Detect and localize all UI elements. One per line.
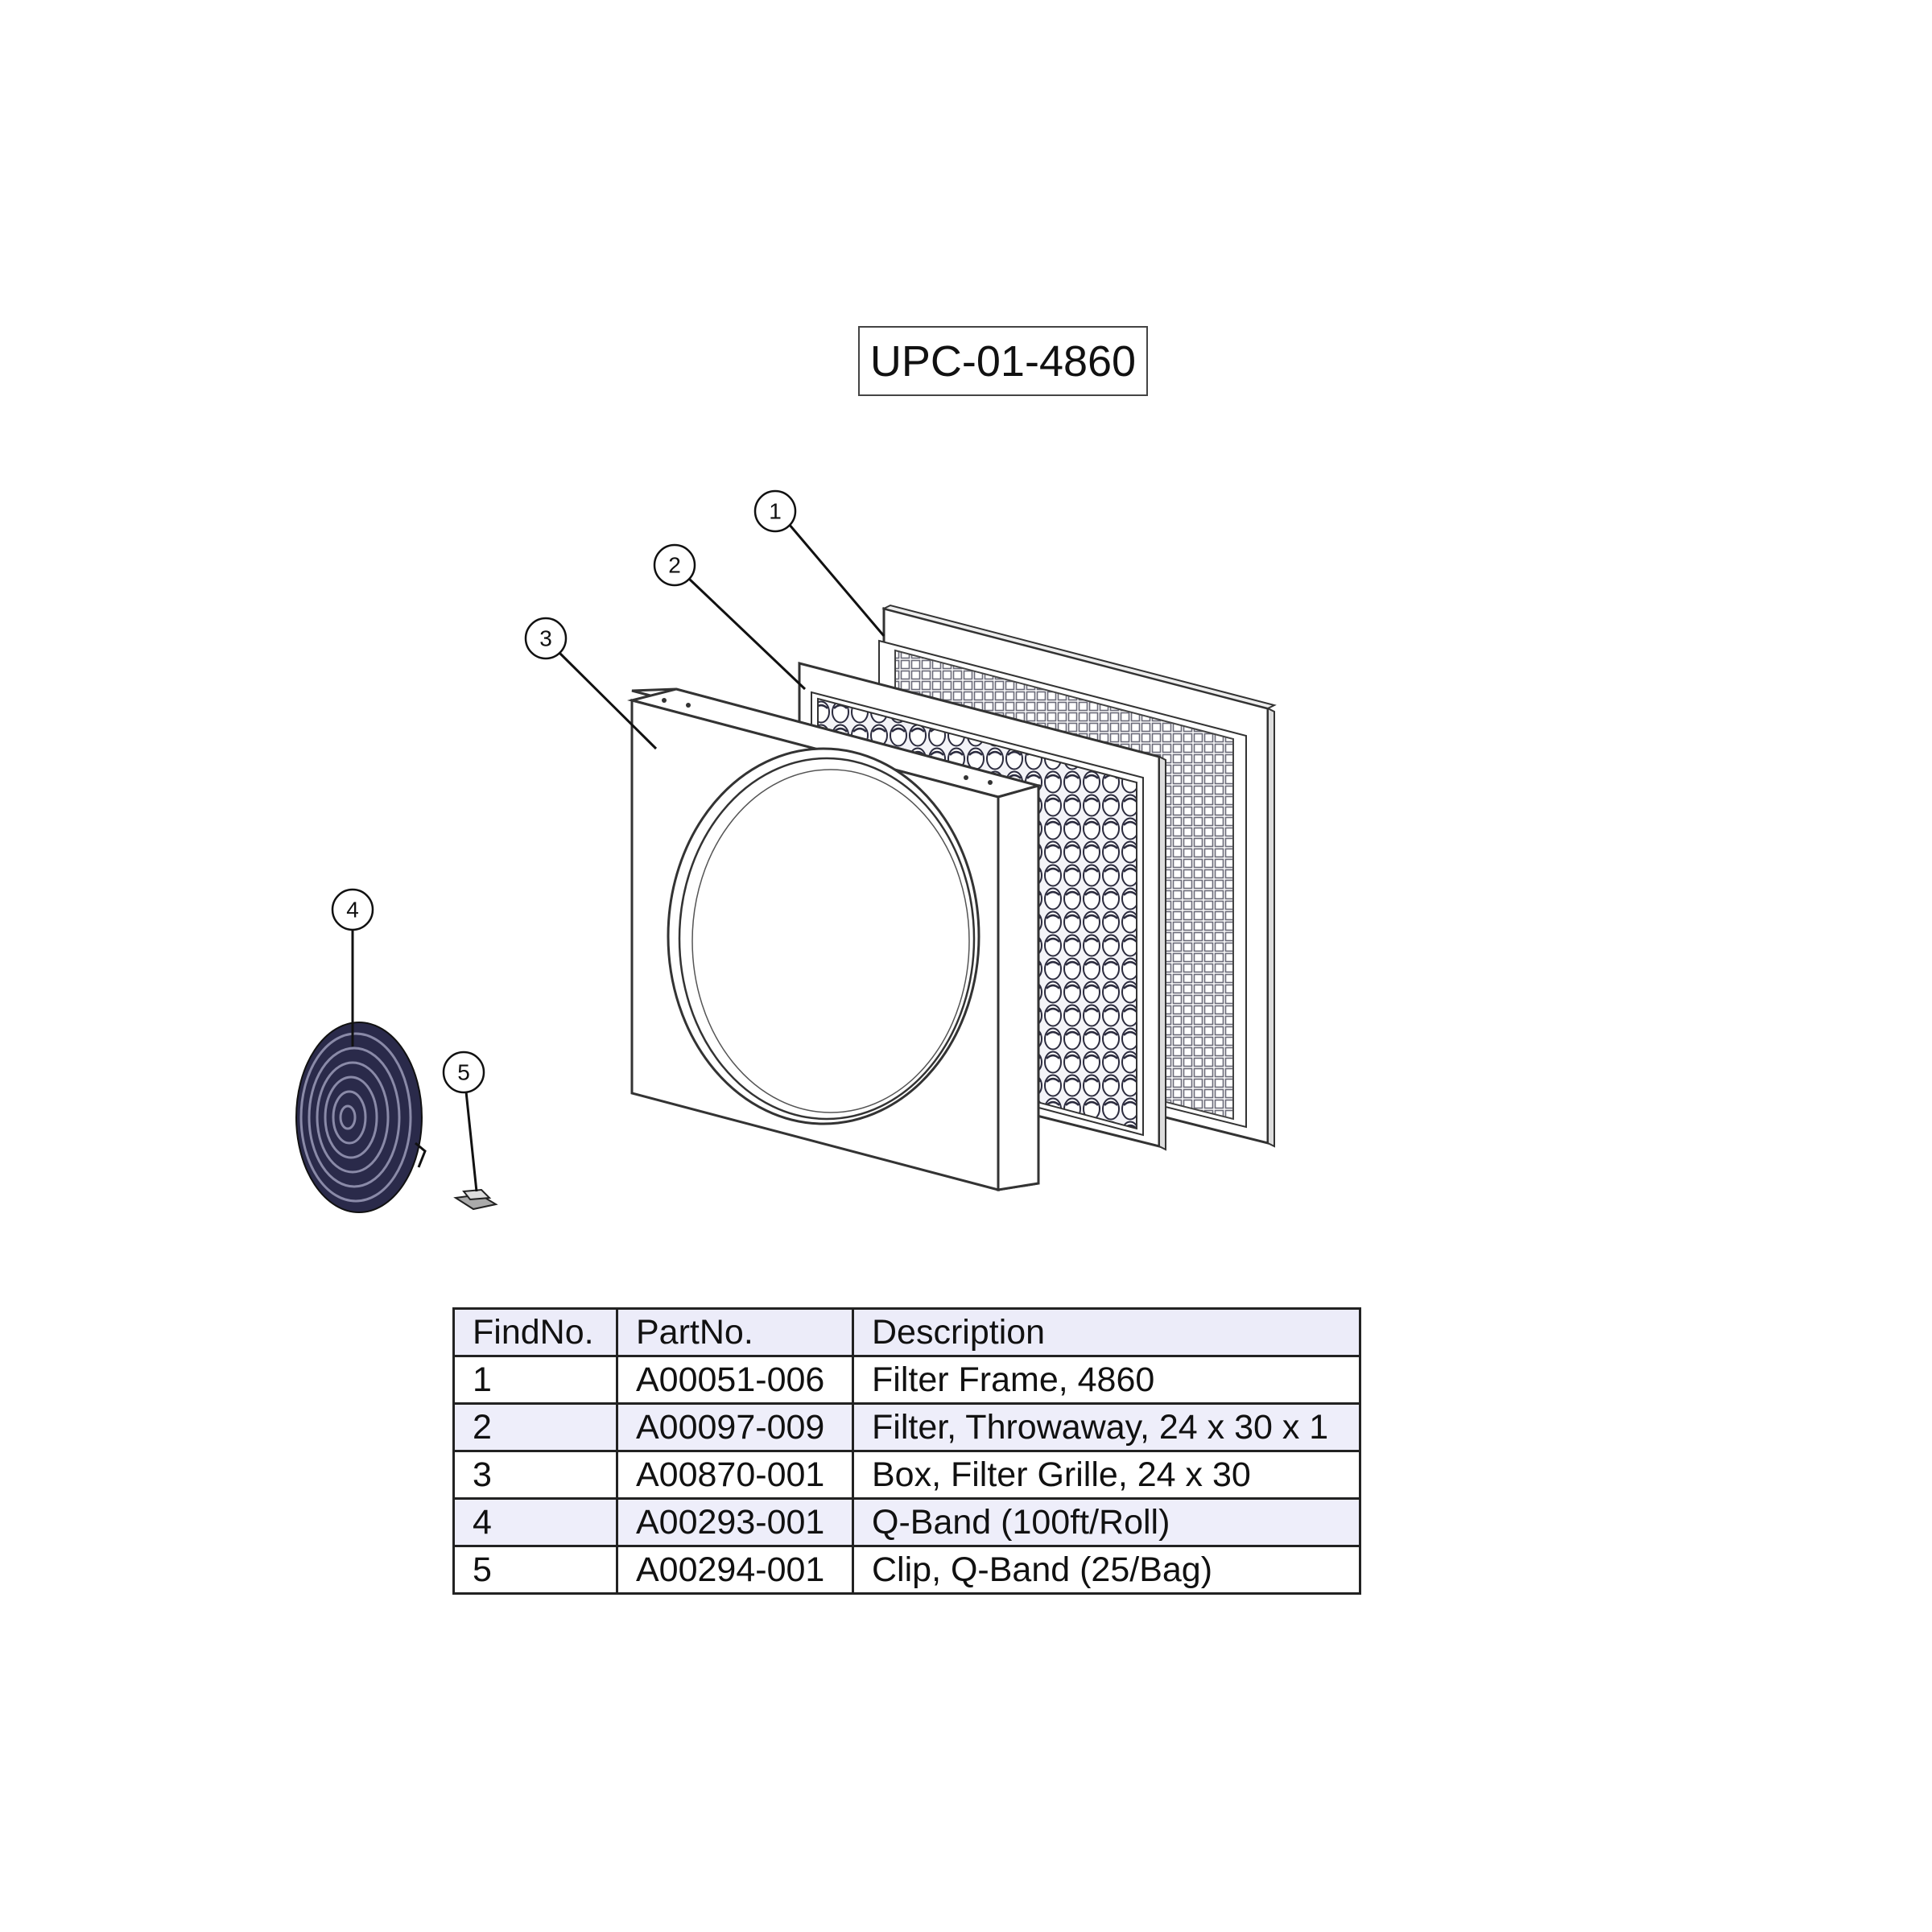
leader-lines <box>351 523 886 1192</box>
cell-findno: 2 <box>452 1402 618 1452</box>
q-band-clip-drawing <box>453 1188 498 1211</box>
cell-description: Box, Filter Grille, 24 x 30 <box>852 1450 1361 1500</box>
callout-3: 3 <box>524 617 568 660</box>
table-row: 1 A00051-006 Filter Frame, 4860 <box>452 1355 1361 1405</box>
callout-5-label: 5 <box>457 1060 470 1085</box>
callout-3-label: 3 <box>539 626 552 651</box>
callout-2-label: 2 <box>668 553 681 578</box>
header-description: Description <box>852 1307 1361 1357</box>
parts-list-table: FindNo. PartNo. Description 1 A00051-006… <box>452 1307 1361 1595</box>
q-band-roll-drawing <box>295 1022 427 1213</box>
table-header-row: FindNo. PartNo. Description <box>452 1307 1361 1357</box>
callout-2: 2 <box>653 543 696 587</box>
cell-partno: A00097-009 <box>616 1402 854 1452</box>
exploded-parts-drawing: 1 2 3 4 5 <box>295 489 1277 1213</box>
cell-findno: 1 <box>452 1355 618 1405</box>
model-number-label: UPC-01-4860 <box>858 326 1148 396</box>
callout-4-label: 4 <box>346 898 359 923</box>
table-row: 5 A00294-001 Clip, Q-Band (25/Bag) <box>452 1545 1361 1595</box>
callout-1-label: 1 <box>769 499 782 524</box>
table-row: 2 A00097-009 Filter, Throwaway, 24 x 30 … <box>452 1402 1361 1452</box>
cell-description: Q-Band (100ft/Roll) <box>852 1497 1361 1547</box>
cell-partno: A00294-001 <box>616 1545 854 1595</box>
callout-1: 1 <box>753 489 797 533</box>
header-partno: PartNo. <box>616 1307 854 1357</box>
cell-partno: A00870-001 <box>616 1450 854 1500</box>
callout-4: 4 <box>331 888 374 931</box>
table-row: 4 A00293-001 Q-Band (100ft/Roll) <box>452 1497 1361 1547</box>
table-row: 3 A00870-001 Box, Filter Grille, 24 x 30 <box>452 1450 1361 1500</box>
header-findno: FindNo. <box>452 1307 618 1357</box>
cell-partno: A00293-001 <box>616 1497 854 1547</box>
cell-findno: 4 <box>452 1497 618 1547</box>
callout-5: 5 <box>442 1051 485 1094</box>
cell-findno: 5 <box>452 1545 618 1595</box>
filter-grille-box-drawing <box>627 687 1043 1191</box>
cell-findno: 3 <box>452 1450 618 1500</box>
cell-partno: A00051-006 <box>616 1355 854 1405</box>
cell-description: Clip, Q-Band (25/Bag) <box>852 1545 1361 1595</box>
cell-description: Filter, Throwaway, 24 x 30 x 1 <box>852 1402 1361 1452</box>
cell-description: Filter Frame, 4860 <box>852 1355 1361 1405</box>
